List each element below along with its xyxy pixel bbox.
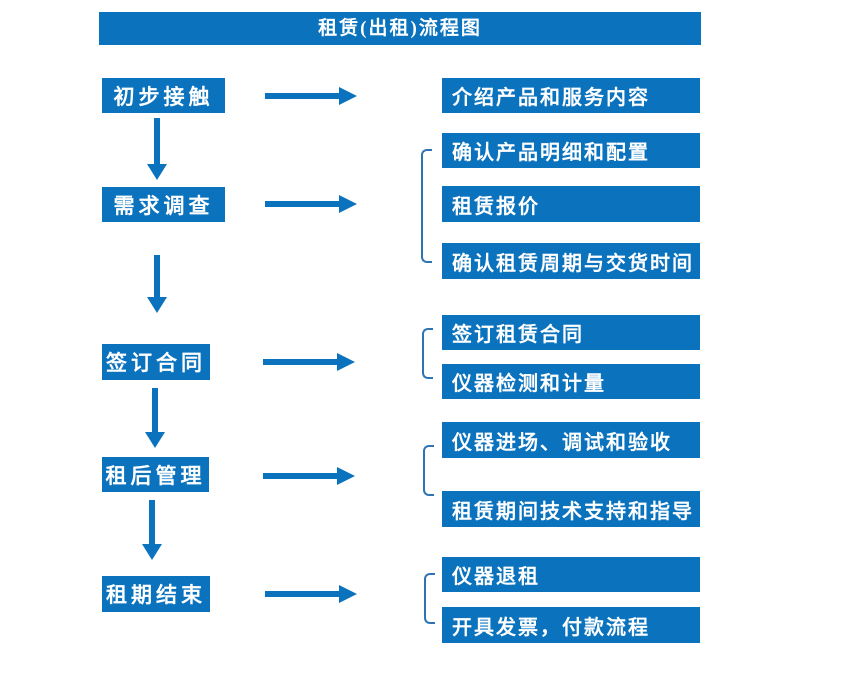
arrow-shaft — [152, 388, 158, 433]
arrow-shaft — [149, 500, 155, 545]
arrow-shaft — [265, 591, 340, 597]
group-bracket — [421, 149, 432, 263]
down-arrow-icon — [145, 388, 165, 448]
down-arrow-icon — [142, 500, 162, 560]
arrow-head — [145, 432, 165, 448]
step-rental-end: 租期结束 — [102, 576, 210, 612]
right-arrow-icon — [265, 585, 357, 603]
detail-box: 开具发票，付款流程 — [442, 607, 700, 643]
detail-box: 确认产品明细和配置 — [442, 133, 700, 168]
detail-box: 确认租赁周期与交货时间 — [442, 243, 700, 279]
group-bracket — [424, 573, 435, 624]
right-arrow-icon — [263, 467, 355, 485]
arrow-shaft — [265, 93, 340, 99]
flowchart-title: 租赁(出租)流程图 — [99, 12, 701, 45]
right-arrow-icon — [265, 87, 357, 105]
arrow-shaft — [265, 201, 340, 207]
arrow-head — [147, 164, 167, 180]
group-bracket — [422, 328, 433, 379]
detail-box: 介绍产品和服务内容 — [442, 78, 700, 113]
arrow-shaft — [154, 255, 160, 298]
arrow-head — [147, 297, 167, 313]
right-arrow-icon — [265, 195, 357, 213]
detail-box: 租赁期间技术支持和指导 — [442, 491, 700, 527]
arrow-head — [142, 544, 162, 560]
group-bracket — [423, 445, 434, 496]
arrow-head — [339, 195, 357, 213]
detail-box: 仪器进场、调试和验收 — [442, 422, 700, 458]
step-demand-survey: 需求调查 — [102, 187, 225, 222]
step-post-rental-management: 租后管理 — [102, 457, 209, 492]
arrow-head — [339, 87, 357, 105]
arrow-shaft — [154, 118, 160, 165]
arrow-shaft — [263, 473, 338, 479]
down-arrow-icon — [147, 118, 167, 180]
step-sign-contract: 签订合同 — [102, 344, 210, 380]
detail-box: 仪器检测和计量 — [442, 364, 700, 399]
detail-box: 签订租赁合同 — [442, 315, 700, 350]
detail-box: 租赁报价 — [442, 186, 700, 222]
down-arrow-icon — [147, 255, 167, 313]
arrow-head — [337, 467, 355, 485]
arrow-head — [339, 585, 357, 603]
detail-box: 仪器退租 — [442, 557, 700, 592]
arrow-head — [337, 353, 355, 371]
step-initial-contact: 初步接触 — [102, 78, 225, 113]
arrow-shaft — [263, 359, 338, 365]
right-arrow-icon — [263, 353, 355, 371]
